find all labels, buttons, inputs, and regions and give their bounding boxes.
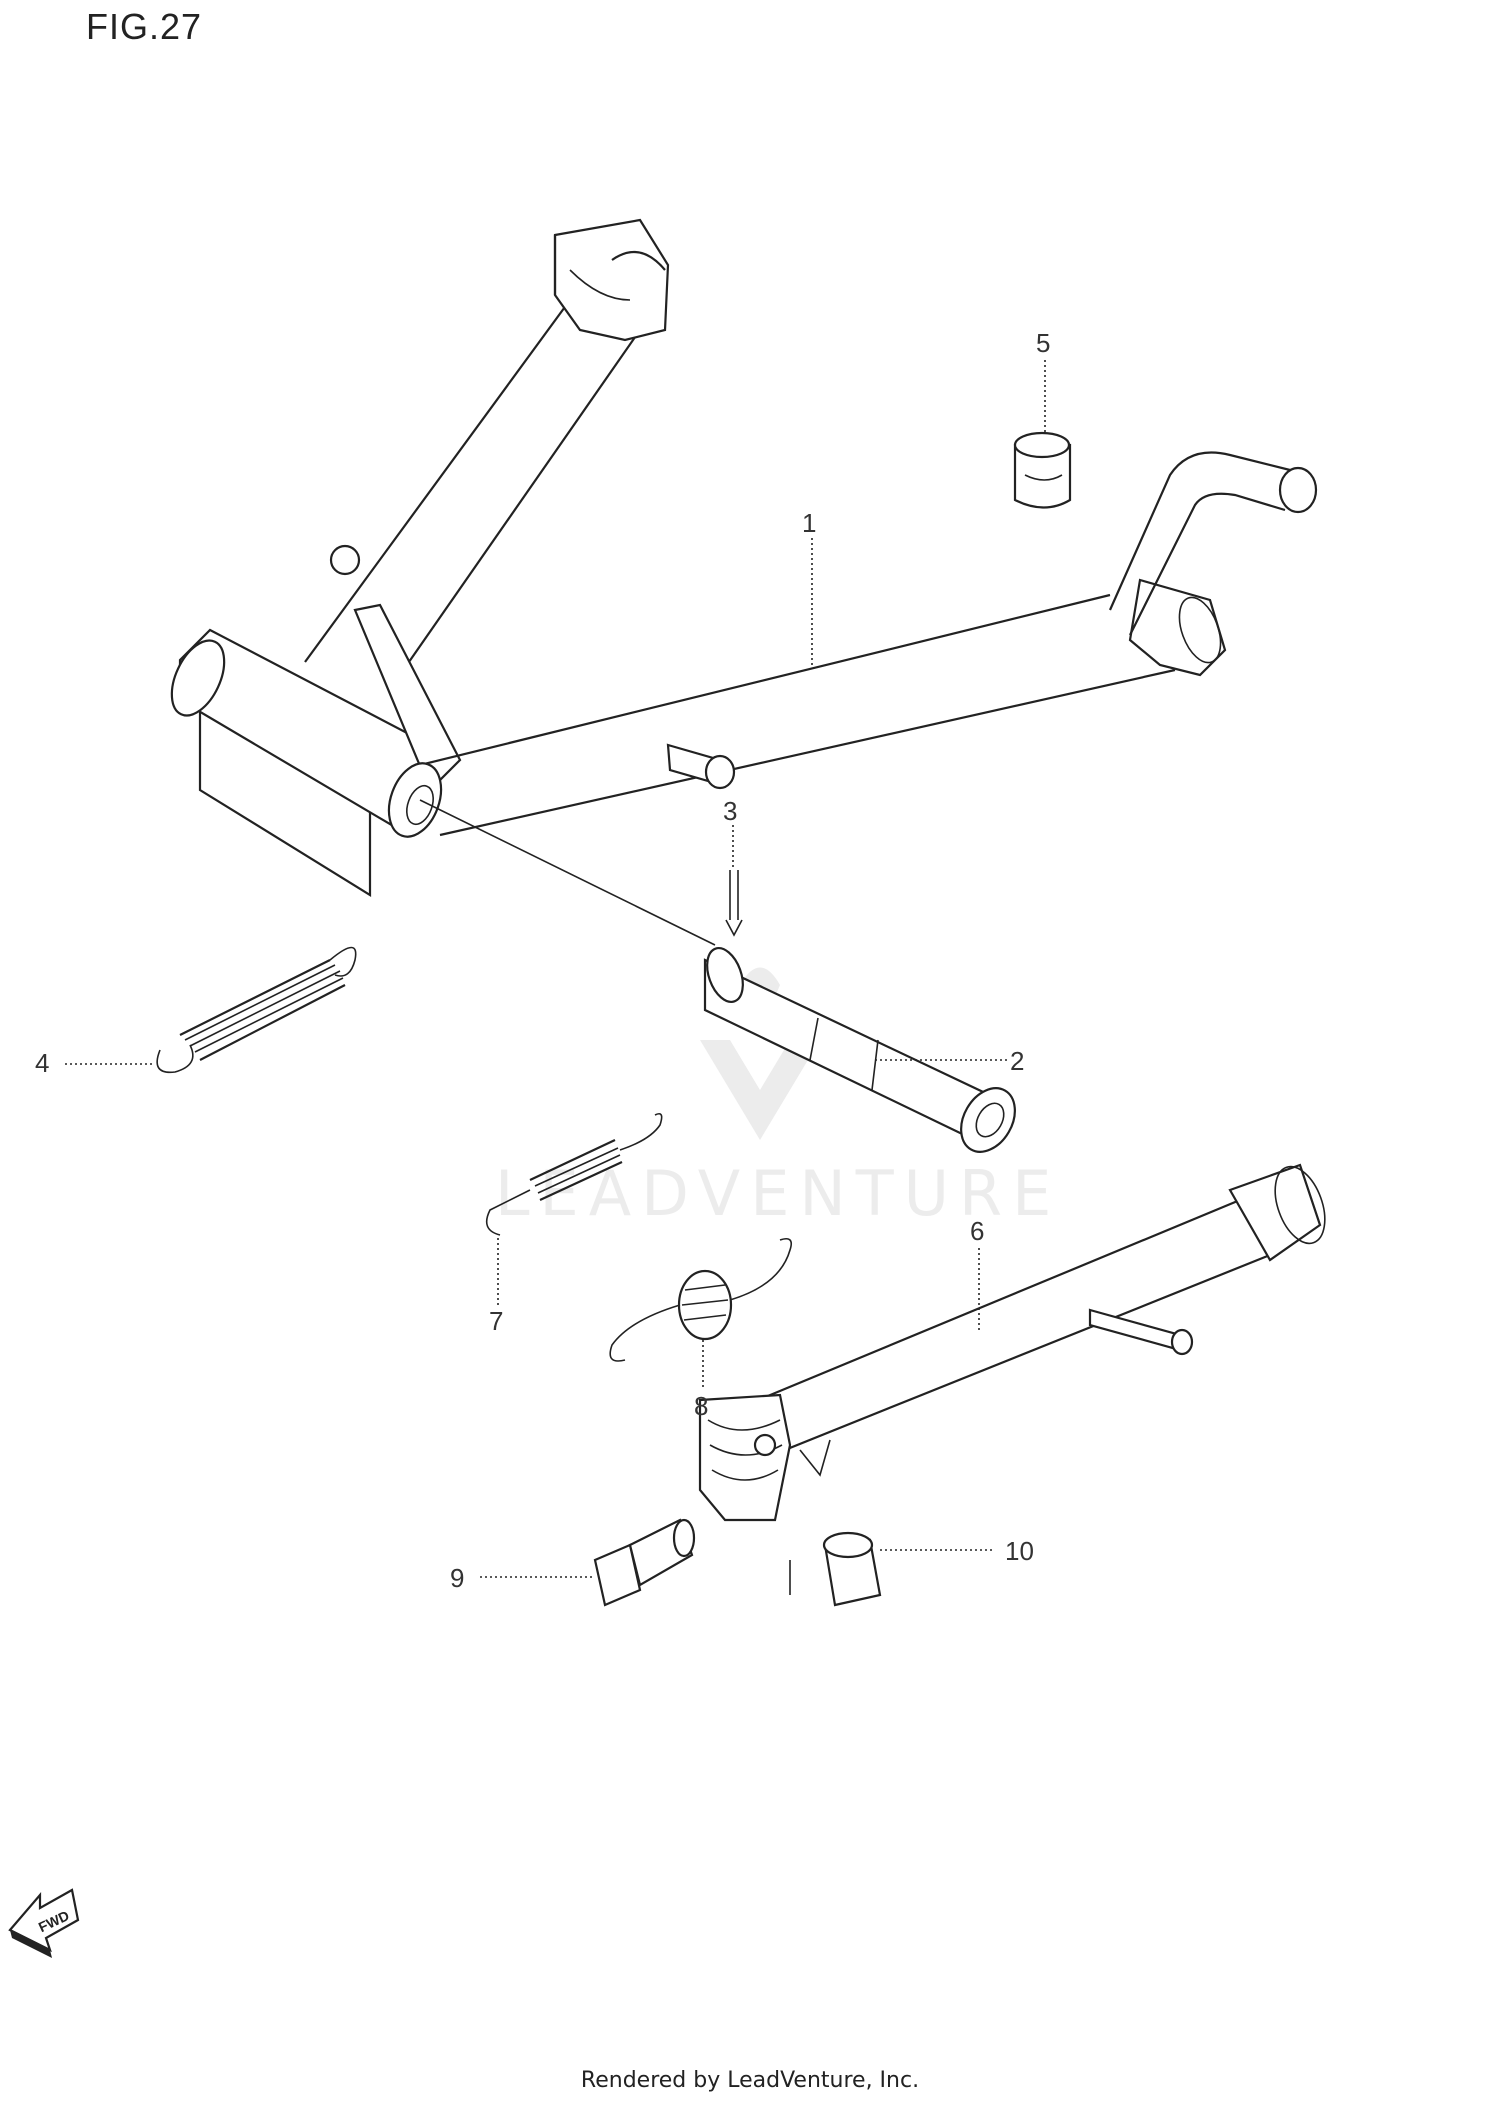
callouts: 1 2 3 4 5 6 7 8 9 10 [35,328,1050,1593]
part-9-bolt [593,1518,696,1607]
part-6-side-stand [698,1163,1326,1522]
callout-1: 1 [802,508,816,538]
callout-4: 4 [35,1048,49,1078]
callout-7: 7 [489,1306,503,1336]
callout-2: 2 [1010,1046,1024,1076]
callout-6: 6 [970,1216,984,1246]
footer-credit: Rendered by LeadVenture, Inc. [580,2068,920,2093]
part-4-spring [156,946,357,1074]
part-1-center-stand [170,218,1318,897]
part-7-spring [485,1112,663,1236]
callout-10: 10 [1005,1536,1034,1566]
leader-lines [65,360,1046,1578]
callout-9: 9 [450,1563,464,1593]
part-10-nut [789,1531,882,1607]
part-8-spring [609,1237,793,1362]
part-5-stopper-rubber [1013,431,1072,509]
fwd-arrow-icon: FWD [8,1888,80,1958]
callout-3: 3 [723,796,737,826]
part-2-pivot-shaft [419,799,1016,1153]
figure-title: FIG.27 [86,6,203,47]
callout-5: 5 [1036,328,1050,358]
callout-8: 8 [694,1391,708,1421]
part-3-cotter-pin [725,870,743,937]
